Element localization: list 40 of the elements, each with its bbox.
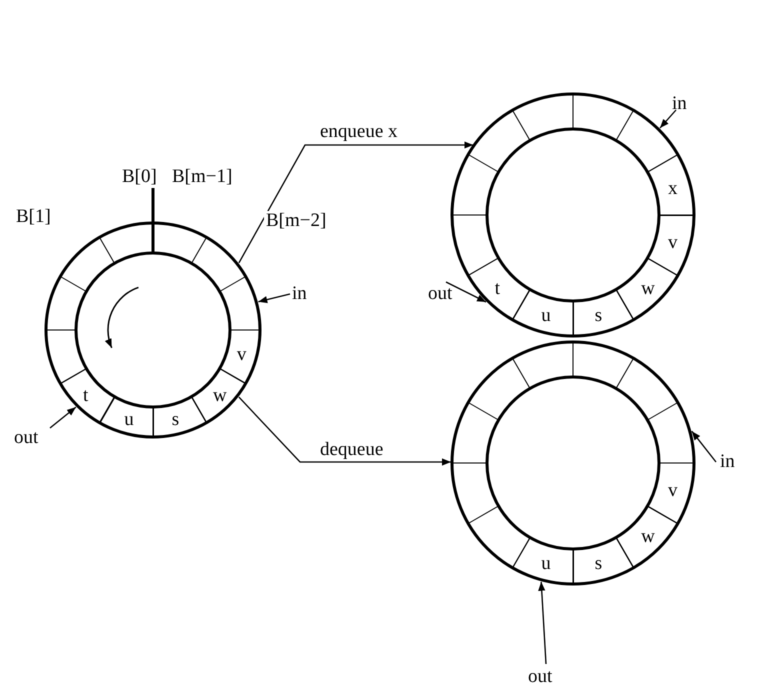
slot-value: v <box>668 232 678 252</box>
buffer-slot <box>647 154 694 215</box>
slot-value: w <box>213 386 227 406</box>
slot-value: v <box>236 344 246 364</box>
slot-value: w <box>641 279 655 298</box>
buffer-slot <box>100 396 153 437</box>
buffer-slot <box>512 537 573 584</box>
slot-value: u <box>124 410 134 429</box>
ring-buffer <box>449 339 697 587</box>
slot-value: u <box>541 306 551 325</box>
slot-value: s <box>594 554 602 573</box>
pointer-label: out <box>528 667 552 686</box>
buffer-slot <box>60 368 114 423</box>
buffer-slot <box>512 289 573 336</box>
buffer-slot <box>468 258 530 320</box>
slot-value: v <box>668 480 678 500</box>
pointer-arrow <box>258 293 290 304</box>
edge-label: dequeue <box>318 440 386 461</box>
slot-value: s <box>594 306 602 325</box>
pointer-arrow <box>660 110 676 128</box>
pointer-arrow <box>538 582 547 664</box>
pointer-label: in <box>672 94 687 113</box>
slot-value: t <box>82 386 88 406</box>
slot-value: w <box>641 527 655 546</box>
buffer-slot <box>616 258 678 320</box>
operation-arrow <box>238 141 474 264</box>
slot-value: x <box>668 179 678 198</box>
pointer-label: in <box>292 284 307 303</box>
slot-value: s <box>172 410 180 429</box>
buffer-slot <box>192 368 246 423</box>
operation-arrow <box>238 396 451 466</box>
pointer-label: in <box>720 452 735 471</box>
buffer-slot <box>616 506 678 568</box>
pointer-label: out <box>14 428 38 447</box>
pointer-arrow <box>446 281 486 303</box>
slot-value: u <box>541 554 551 573</box>
pointer-label: out <box>428 284 452 303</box>
pointer-arrow <box>691 430 717 462</box>
pointer-arrow <box>50 406 76 428</box>
slot-value: t <box>494 279 500 298</box>
